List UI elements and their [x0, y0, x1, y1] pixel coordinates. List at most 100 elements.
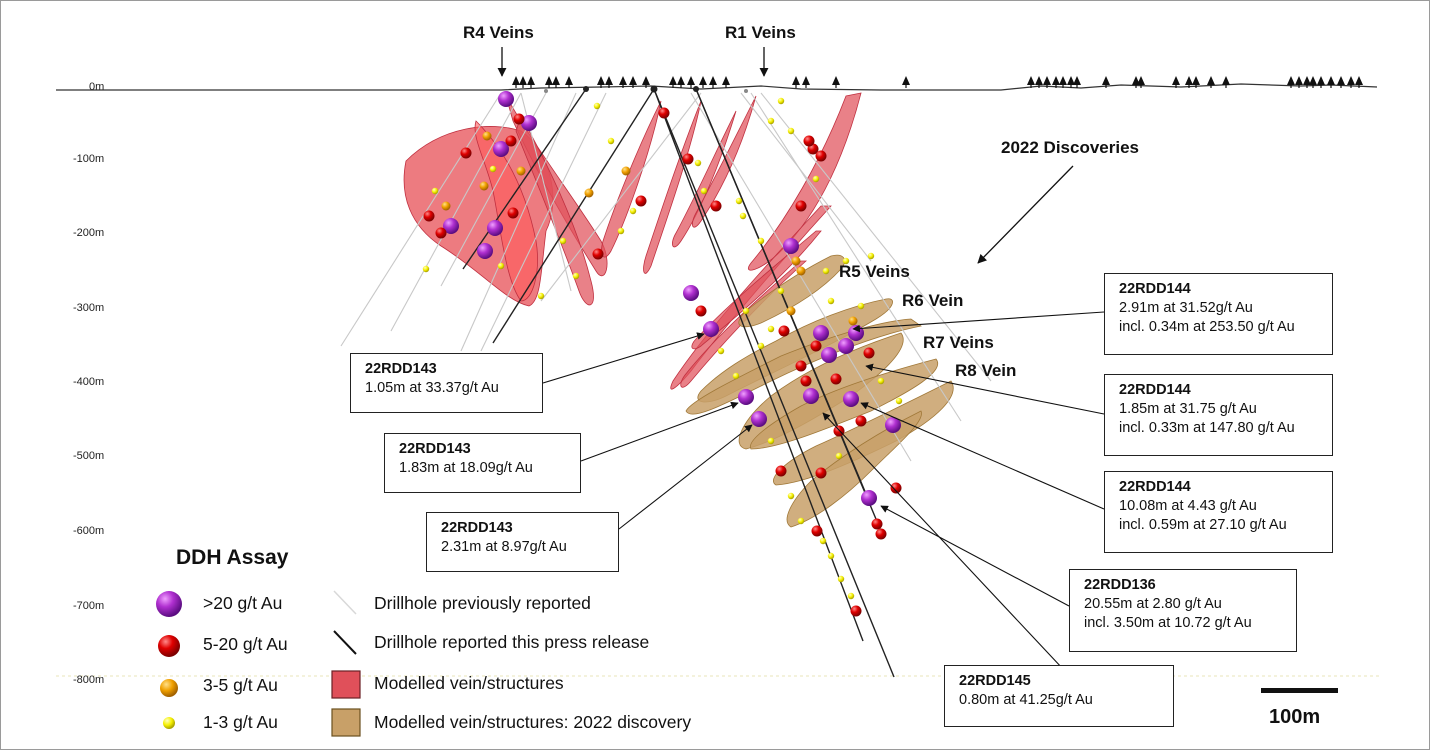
tree-icon — [1043, 76, 1051, 88]
callout-included: incl. 0.59m at 27.10 g/t Au — [1119, 517, 1287, 533]
callout-22rdd136: 22RDD136 20.55m at 2.80 g/t Au incl. 3.5… — [1069, 569, 1297, 652]
tree-icon — [709, 76, 717, 88]
tree-icon — [1287, 76, 1295, 88]
tree-icon — [1337, 76, 1345, 88]
tree-icon — [802, 76, 810, 88]
assay-1-3-sphere — [537, 292, 545, 300]
label-arrows — [497, 47, 1074, 264]
callout-hole-id: 22RDD143 — [399, 441, 471, 457]
assay-5-20-sphere — [710, 200, 722, 212]
tree-icon — [1172, 76, 1180, 88]
assay-1-3-sphere — [739, 212, 747, 220]
collars — [544, 85, 748, 93]
tree-icon — [1207, 76, 1215, 88]
callout-hole-id: 22RDD145 — [959, 673, 1031, 689]
assay-over-20-sphere — [477, 243, 493, 259]
assay-3-5-sphere — [441, 201, 451, 211]
assay-5-20-sphere — [435, 227, 447, 239]
assay-1-3-sphere — [607, 137, 615, 145]
callout-intercept: 10.08m at 4.43 g/t Au — [1119, 498, 1257, 514]
assay-1-3-sphere — [757, 237, 765, 245]
assay-over-20-sphere — [843, 391, 859, 407]
assay-over-20-sphere — [521, 115, 537, 131]
assay-1-3-sphere — [822, 267, 830, 275]
assay-over-20-sphere — [498, 91, 514, 107]
assay-1-3-sphere — [717, 347, 725, 355]
tree-icon — [792, 76, 800, 88]
tree-icon — [1355, 76, 1363, 88]
depth-label: -600m — [73, 525, 104, 537]
callout-intercept: 20.55m at 2.80 g/t Au — [1084, 596, 1222, 612]
callout-included: incl. 0.33m at 147.80 g/t Au — [1119, 420, 1295, 436]
assay-5-20-sphere — [815, 467, 827, 479]
assay-1-3-sphere — [787, 492, 795, 500]
assay-1-3-sphere — [422, 265, 430, 273]
tree-icon — [545, 76, 553, 88]
assay-1-3-sphere — [757, 342, 765, 350]
tree-icon — [619, 76, 627, 88]
tree-icon — [1102, 76, 1110, 88]
assay-over-20-sphere — [738, 389, 754, 405]
callout-included: incl. 3.50m at 10.72 g/t Au — [1084, 615, 1252, 631]
assay-5-20-sphere — [423, 210, 435, 222]
assay-5-20-sphere — [871, 518, 883, 530]
assay-1-3-sphere — [895, 397, 903, 405]
callout-included: incl. 0.34m at 253.50 g/t Au — [1119, 319, 1295, 335]
tree-icon — [1059, 76, 1067, 88]
assay-1-3-sphere — [767, 437, 775, 445]
depth-label: -100m — [73, 153, 104, 165]
assay-1-3-sphere — [827, 297, 835, 305]
callout-22rdd143-a: 22RDD143 1.05m at 33.37g/t Au — [350, 353, 543, 413]
assay-over-20-sphere — [861, 490, 877, 506]
assay-over-20-sphere — [783, 238, 799, 254]
callout-22rdd143-b: 22RDD143 1.83m at 18.09g/t Au — [384, 433, 581, 493]
assay-1-3-sphere — [877, 377, 885, 385]
assay-5-20-sphere — [830, 373, 842, 385]
callout-22rdd143-c: 22RDD143 2.31m at 8.97g/t Au — [426, 512, 619, 572]
assay-5-20-sphere — [775, 465, 787, 477]
tree-icon — [552, 76, 560, 88]
assay-over-20-sphere — [493, 141, 509, 157]
tree-icon — [1222, 76, 1230, 88]
assay-1-3-sphere — [735, 197, 743, 205]
legend-red-sphere-icon — [158, 635, 180, 657]
assay-intercepts — [422, 91, 903, 617]
callout-intercept: 0.80m at 41.25g/t Au — [959, 692, 1093, 708]
tree-icon — [722, 76, 730, 88]
assay-1-3-sphere — [629, 207, 637, 215]
assay-1-3-sphere — [847, 592, 855, 600]
legend-red-vein-swatch — [331, 670, 361, 699]
depth-label: -200m — [73, 227, 104, 239]
assay-5-20-sphere — [658, 107, 670, 119]
assay-over-20-sphere — [487, 220, 503, 236]
assay-5-20-sphere — [460, 147, 472, 159]
assay-1-3-sphere — [777, 287, 785, 295]
assay-1-3-sphere — [572, 272, 580, 280]
tree-icon — [1327, 76, 1335, 88]
tree-icon — [597, 76, 605, 88]
assay-1-3-sphere — [559, 237, 567, 245]
assay-over-20-sphere — [821, 347, 837, 363]
assay-3-5-sphere — [796, 266, 806, 276]
assay-1-3-sphere — [857, 302, 865, 310]
tree-icon — [832, 76, 840, 88]
assay-1-3-sphere — [819, 537, 827, 545]
assay-over-20-sphere — [703, 321, 719, 337]
assay-1-3-sphere — [837, 575, 845, 583]
tree-icon — [902, 76, 910, 88]
assay-5-20-sphere — [815, 150, 827, 162]
drillholes-previous — [340, 92, 992, 462]
vegetation-symbols — [512, 76, 1363, 88]
callout-intercept: 1.05m at 33.37g/t Au — [365, 380, 499, 396]
surface-profile — [56, 83, 1378, 91]
callout-22rdd144-a: 22RDD144 2.91m at 31.52g/t Au incl. 0.34… — [1104, 273, 1333, 355]
scale-bar-label: 100m — [1269, 706, 1321, 728]
tree-icon — [1052, 76, 1060, 88]
legend-grade-label: 1-3 g/t Au — [203, 712, 278, 732]
tree-icon — [699, 76, 707, 88]
assay-5-20-sphere — [811, 525, 823, 537]
assay-5-20-sphere — [800, 375, 812, 387]
legend-current-hole-line-icon — [333, 630, 357, 655]
